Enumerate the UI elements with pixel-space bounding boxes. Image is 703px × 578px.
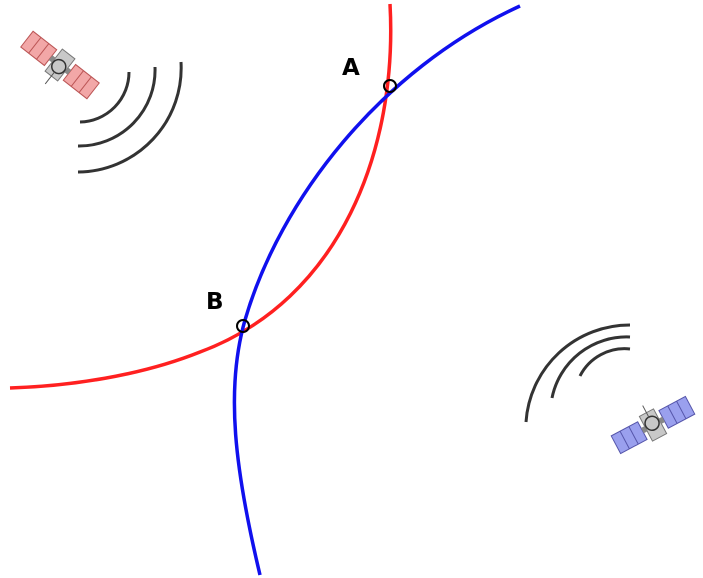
satellite-icon	[20, 30, 100, 100]
intersection-point-b	[236, 319, 250, 333]
signal-waves-icon	[524, 323, 631, 423]
signal-waves-icon	[77, 61, 183, 174]
intersection-point-a	[383, 79, 397, 93]
satellite-icon	[610, 395, 696, 455]
point-b-label: B	[206, 289, 224, 315]
red-range-circle	[9, 3, 393, 390]
blue-range-circle	[232, 4, 521, 576]
point-a-label: A	[342, 55, 360, 81]
